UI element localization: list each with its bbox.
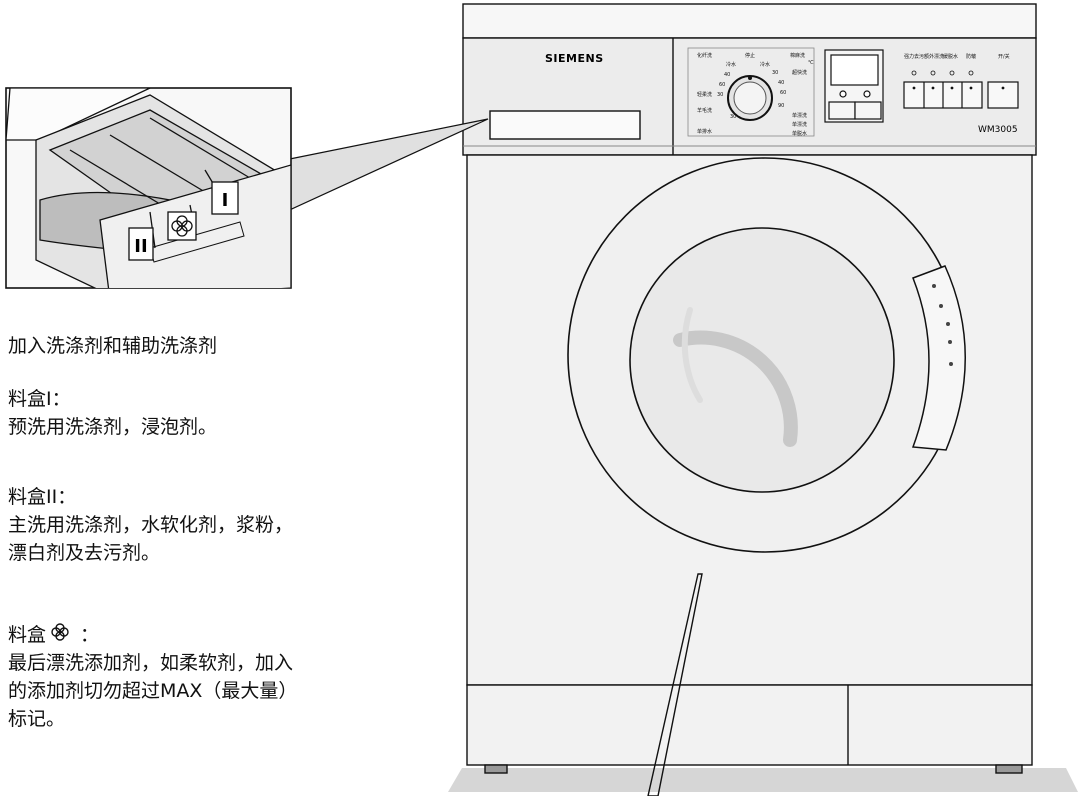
box2-text-line1: 主洗用洗涤剂，水软化剂，浆粉， (8, 514, 294, 536)
dial-label-top-right: 棉麻洗 (790, 52, 805, 59)
dial-label-left-40: 40 (724, 72, 730, 78)
box3-text-line2: 的添加剂切勿超过MAX（最大量） (8, 680, 298, 702)
dial-label-top-left: 化纤洗 (697, 52, 712, 59)
dial-label-right-60: 60 (780, 90, 786, 96)
dial-label-left-30b: 30 (730, 114, 736, 120)
dial-label-cold-left: 冷水 (726, 61, 736, 68)
option-label-3: 缓脱水 (943, 53, 958, 60)
box3-text-line1: 最后漂洗添加剂，如柔软剂，加入 (8, 652, 294, 674)
box1-label: 料盒I： (8, 388, 71, 410)
kick-panel (466, 684, 1033, 766)
option-label-1: 强力去污 (904, 53, 924, 60)
detergent-drawer (489, 110, 641, 140)
power-button (987, 81, 1019, 109)
drawer-inset: II I (5, 87, 292, 289)
model-label: WM3005 (978, 125, 1018, 135)
program-dial (687, 47, 815, 137)
dial-label-bottom-left: 单排水 (697, 128, 712, 135)
box3-text-line3: 标记。 (8, 708, 66, 730)
dial-label-top-center: 停止 (745, 52, 755, 59)
compartment-II-label: II (134, 236, 147, 257)
label-box-I (211, 181, 239, 215)
instructions-heading: 加入洗涤剂和辅助洗涤剂 (8, 335, 218, 357)
option-label-4: 防皱 (966, 53, 976, 60)
brand-label: SIEMENS (545, 52, 604, 65)
option-label-2: 额外漂洗 (924, 53, 944, 60)
dial-label-left-60: 60 (719, 82, 725, 88)
box3-label-suffix: ： (80, 624, 100, 646)
door (567, 157, 966, 553)
dial-label-right-3: 单漂洗 (792, 121, 807, 128)
dial-label-unit: ℃ (808, 60, 814, 66)
dial-label-right-4: 单脱水 (792, 130, 807, 137)
dial-label-mid-left: 轻柔洗 (697, 91, 712, 98)
option-buttons (903, 70, 1019, 109)
box1-text: 预洗用洗涤剂，浸泡剂。 (8, 416, 218, 438)
label-box-II (128, 227, 154, 261)
dial-label-right-1: 超快洗 (792, 69, 807, 76)
power-label: 开/关 (998, 53, 1010, 60)
foot-left (484, 764, 508, 774)
display-window (824, 49, 884, 123)
dial-label-cold-right: 冷水 (760, 61, 770, 68)
compartment-I-label: I (222, 190, 229, 211)
box2-label: 料盒II： (8, 486, 77, 508)
box2-text-line2: 漂白剂及去污剂。 (8, 542, 161, 564)
callout-wedge (259, 118, 489, 219)
box3-label-prefix: 料盒 (8, 624, 47, 646)
label-box-flower (167, 211, 197, 241)
dial-label-left-30: 30 (717, 92, 723, 98)
dial-label-right-2: 单漂洗 (792, 112, 807, 119)
foot-right (995, 764, 1023, 774)
box3-label: 料盒 ： (8, 621, 99, 650)
pointer-line (647, 573, 703, 796)
flower-icon (50, 622, 70, 650)
dial-label-right-40: 40 (778, 80, 784, 86)
floor-shadow (448, 768, 1078, 792)
machine-top (462, 3, 1037, 39)
dial-label-right-30: 30 (772, 70, 778, 76)
dial-label-right-90: 90 (778, 103, 784, 109)
dial-label-wool: 羊毛洗 (697, 107, 712, 114)
flower-icon (171, 215, 193, 237)
door-handle (911, 265, 966, 451)
